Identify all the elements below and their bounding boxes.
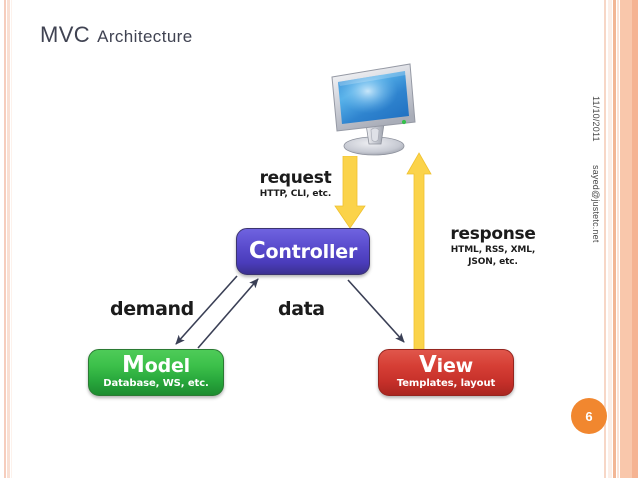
model-box[interactable]: Model Database, WS, etc. — [88, 349, 224, 396]
right-stripe-1 — [604, 0, 606, 478]
view-initial: V — [419, 352, 437, 378]
page-number-badge: 6 — [571, 398, 607, 434]
right-stripe-2 — [608, 0, 612, 478]
model-box-subtitle: Database, WS, etc. — [103, 378, 209, 389]
response-label-sub-line1: HTML, RSS, XML, — [450, 245, 536, 255]
connector-render — [347, 279, 405, 343]
controller-box[interactable]: Controller — [236, 228, 370, 275]
model-initial: M — [122, 352, 145, 378]
response-label-head: response — [450, 224, 536, 244]
connector-demand — [175, 275, 238, 345]
model-rest: odel — [144, 355, 190, 377]
view-box[interactable]: View Templates, layout — [378, 349, 514, 396]
demand-label: demand — [110, 298, 194, 320]
page-title-rest: Architecture — [97, 27, 193, 46]
controller-box-title: Controller — [249, 229, 357, 275]
response-label-sub-line2: JSON, etc. — [468, 257, 518, 267]
page-title: MVC Architecture — [40, 22, 193, 48]
request-arrow-icon — [334, 156, 366, 229]
left-stripe-3 — [11, 0, 12, 478]
view-box-subtitle: Templates, layout — [396, 378, 496, 389]
data-label: data — [278, 298, 325, 320]
controller-rest: ontroller — [265, 240, 358, 263]
right-stripe-4 — [617, 0, 619, 478]
left-stripe-2 — [7, 0, 10, 478]
view-box-title: View — [419, 352, 474, 378]
model-box-title: Model — [122, 352, 190, 378]
lcd-monitor-icon — [331, 63, 416, 156]
right-stripe-3 — [613, 0, 616, 478]
connector-data — [197, 278, 259, 349]
right-stripe-6 — [632, 0, 638, 478]
request-label: request HTTP, CLI, etc. — [248, 168, 343, 200]
controller-initial: C — [248, 237, 266, 264]
response-label: response HTML, RSS, XML, JSON, etc. — [438, 224, 548, 268]
page-title-main: MVC — [40, 22, 91, 47]
left-stripe-1 — [4, 0, 6, 478]
request-label-sub: HTTP, CLI, etc. — [259, 189, 332, 199]
view-rest: iew — [436, 355, 474, 377]
request-label-head: request — [259, 168, 332, 188]
